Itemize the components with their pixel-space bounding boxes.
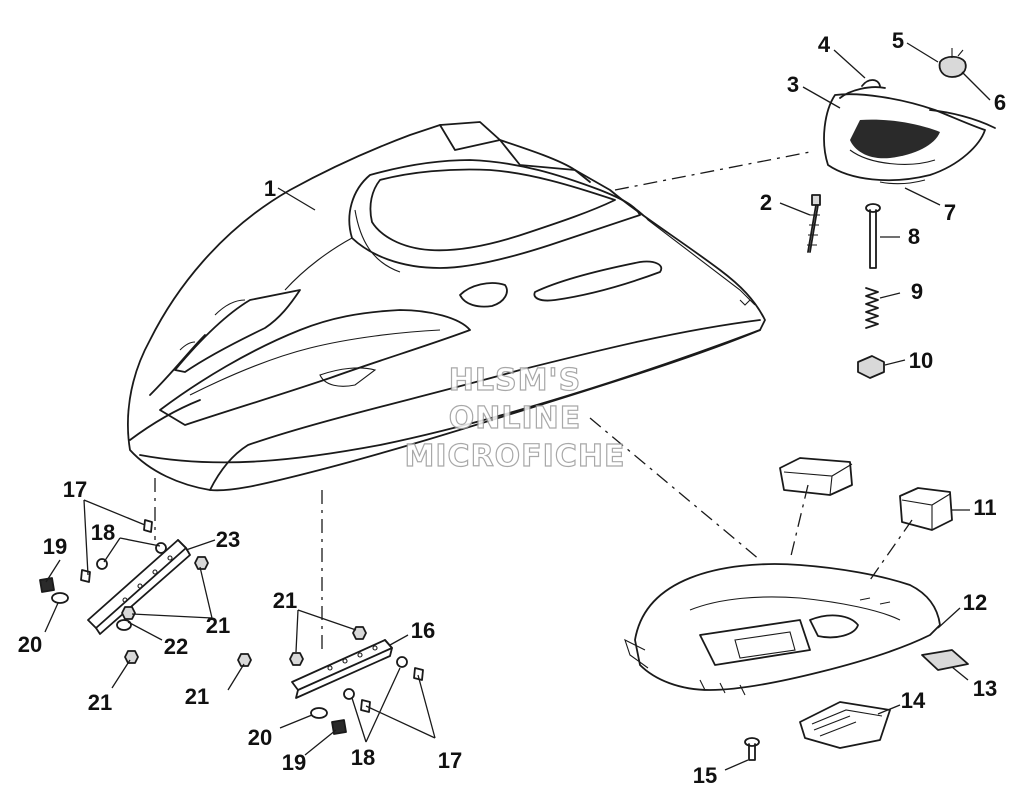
callout-labels: 1 2 3 4 5 6 7 8 9 10 11 12 13 14 15 16 1…	[18, 28, 1006, 788]
callout-4: 4	[818, 32, 831, 57]
callout-14: 14	[901, 688, 926, 713]
headlight-assembly	[823, 48, 996, 185]
callout-7: 7	[944, 200, 956, 225]
callout-19-center: 19	[282, 750, 306, 775]
leader-lines	[44, 42, 991, 771]
adjuster-screw-part	[807, 194, 821, 253]
hinge-left	[39, 519, 209, 664]
spring-part	[865, 287, 879, 329]
callout-21-left-bottom: 21	[88, 690, 112, 715]
callout-12: 12	[963, 590, 987, 615]
watermark-line1: HLSM'S	[449, 363, 581, 398]
callout-18-left: 18	[91, 520, 115, 545]
callout-21-center-left: 21	[185, 684, 209, 709]
watermark-line2: ONLINE	[449, 401, 582, 436]
foam-block-right	[899, 487, 953, 531]
callout-2: 2	[760, 190, 772, 215]
callout-5: 5	[892, 28, 904, 53]
hood-part	[127, 121, 766, 492]
watermark-line3: MICROFICHE	[405, 439, 626, 474]
callout-17-left: 17	[63, 477, 87, 502]
callout-10: 10	[909, 348, 933, 373]
grille-part	[799, 701, 891, 749]
watermark: HLSM'S ONLINE MICROFICHE	[404, 362, 626, 474]
callout-22: 22	[164, 634, 188, 659]
callout-15: 15	[693, 763, 717, 788]
callout-17-center: 17	[438, 748, 462, 773]
reference-lines	[154, 151, 913, 650]
label-part	[921, 649, 969, 671]
screw-part-15	[744, 737, 760, 761]
callout-6: 6	[994, 90, 1006, 115]
callout-20-left: 20	[18, 632, 42, 657]
callout-9: 9	[911, 279, 923, 304]
callout-11: 11	[973, 495, 996, 520]
foam-block-left	[779, 457, 853, 496]
belly-pan-part	[624, 563, 941, 696]
callout-21-center-top: 21	[273, 588, 297, 613]
callout-18-center: 18	[351, 745, 375, 770]
callout-21-left-right: 21	[206, 613, 230, 638]
callout-19-left: 19	[43, 534, 67, 559]
callout-13: 13	[973, 676, 997, 701]
pin-part	[865, 203, 881, 269]
callout-3: 3	[787, 72, 799, 97]
clip-part	[857, 355, 885, 379]
callout-23: 23	[216, 527, 240, 552]
callout-1: 1	[264, 176, 276, 201]
callout-20-center: 20	[248, 725, 272, 750]
hinge-center	[237, 626, 424, 735]
callout-8: 8	[908, 224, 920, 249]
callout-16: 16	[411, 618, 435, 643]
